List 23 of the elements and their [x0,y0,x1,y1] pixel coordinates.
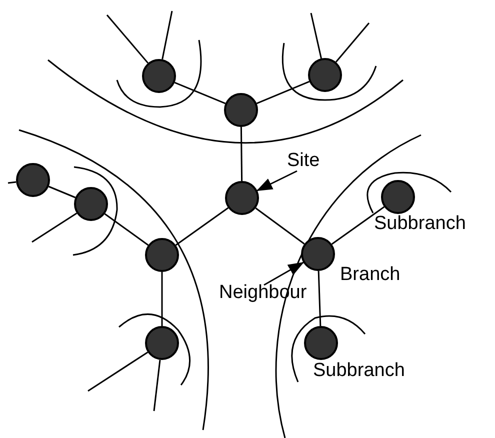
link-line [174,82,226,104]
link-line [48,186,76,198]
link-line [88,352,148,392]
link-line [335,22,370,62]
node-label: Site [287,150,320,172]
link-line [318,270,322,326]
link-line [310,12,322,59]
link-line [32,212,78,243]
node-caption: Branch [340,264,400,286]
link-line [161,272,163,326]
link-line [331,206,385,245]
link-line [240,127,243,181]
link-line [162,10,173,60]
link-line [8,181,16,184]
node-caption: Subbranch [313,360,405,382]
leader-arrow [264,262,304,286]
link-line [256,80,310,104]
link-line [153,360,161,412]
node-caption: Subbranch [374,213,466,235]
link-line [106,14,149,64]
link-line [255,207,305,245]
link-line [175,207,229,246]
link-line [104,213,149,246]
